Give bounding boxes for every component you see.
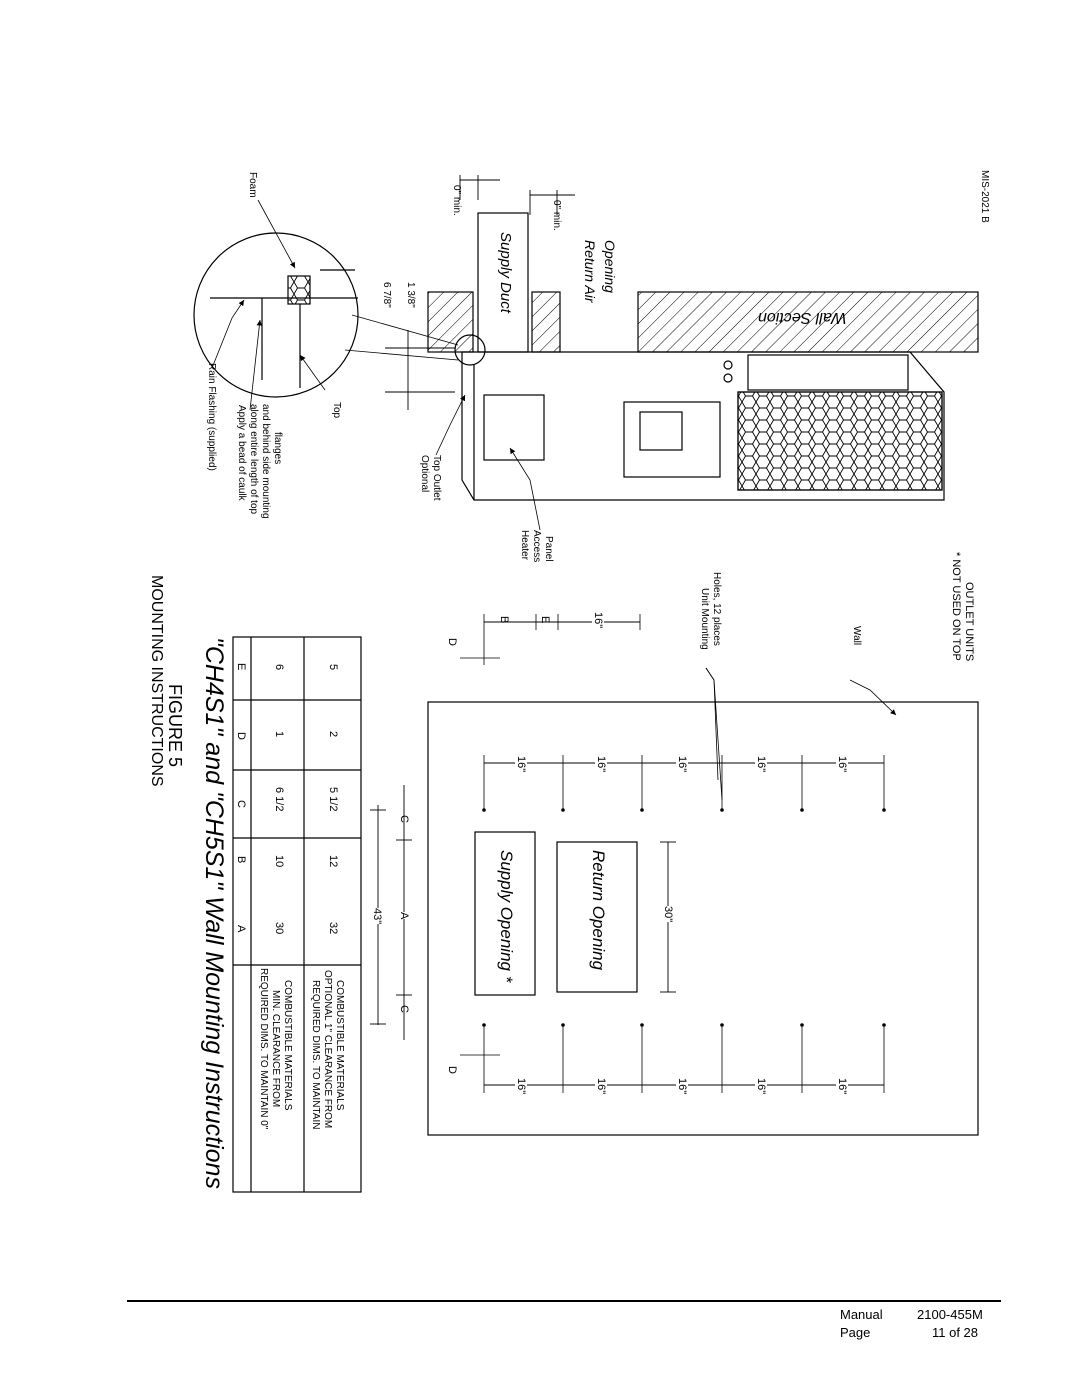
caulk-note-1: Apply a bead of caulk bbox=[236, 405, 247, 501]
dim-16: 16" bbox=[755, 756, 767, 773]
optional-top-outlet-1: Optional bbox=[419, 455, 430, 493]
dim-6-7-8: 6 7/8" bbox=[381, 282, 392, 308]
dim-a: A bbox=[398, 912, 410, 920]
figure-title: "CH4S1" and "CH5S1" Wall Mounting Instru… bbox=[200, 637, 228, 1189]
table-row1-label-line1: REQUIRED DIMS. TO MAINTAIN 0" bbox=[258, 968, 269, 1130]
manual-number: 2100-455M bbox=[917, 1307, 983, 1322]
dim-1-3-8: 1 3/8" bbox=[405, 282, 416, 308]
table-header-d: D bbox=[235, 732, 247, 740]
dim-16: 16" bbox=[515, 1078, 527, 1095]
top-label: Top bbox=[331, 402, 342, 419]
table-row2-label-line3: COMBUSTIBLE MATERIALS bbox=[334, 980, 345, 1111]
return-air-label-1: Return Air bbox=[582, 240, 598, 303]
table-row2-e: 5 bbox=[327, 664, 339, 671]
foam-label: Foam bbox=[247, 172, 258, 198]
table-row1-label-line2: MIN. CLEARANCE FROM bbox=[270, 990, 281, 1108]
dim-16: 16" bbox=[515, 756, 527, 773]
dim-16: 16" bbox=[592, 612, 604, 629]
heater-access-3: Panel bbox=[543, 536, 554, 562]
mounting-hole-dots bbox=[482, 808, 886, 1027]
dim-16: 16" bbox=[595, 756, 607, 773]
unit-mounting-holes-label-2: Holes, 12 places bbox=[711, 572, 722, 646]
page-number: 11 of 28 bbox=[932, 1325, 979, 1340]
dim-43: 43" bbox=[371, 908, 383, 925]
table-row1-label-line3: COMBUSTIBLE MATERIALS bbox=[282, 980, 293, 1111]
figure-number: FIGURE 5 bbox=[165, 684, 185, 768]
dim-c-bottom: C bbox=[398, 1005, 410, 1013]
footnote-line2: OUTLET UNITS bbox=[963, 582, 975, 662]
table-row2-a: 32 bbox=[327, 922, 339, 935]
figure-subtitle: MOUNTING INSTRUCTIONS bbox=[148, 575, 165, 787]
wall-section-label: Wall Section bbox=[758, 309, 847, 326]
page-label: Page bbox=[840, 1325, 871, 1340]
caulk-note-2: along entire length of top bbox=[248, 404, 259, 515]
dim-d-top: D bbox=[446, 638, 458, 646]
table-row1-c: 6 1/2 bbox=[273, 787, 285, 812]
optional-top-outlet-2: Top Outlet bbox=[431, 455, 442, 501]
table-row1-d: 1 bbox=[273, 731, 285, 738]
supply-duct-label: Supply Duct bbox=[497, 232, 514, 313]
wall-label: Wall bbox=[851, 626, 862, 646]
table-row1-e: 6 bbox=[273, 664, 285, 671]
heater-access-2: Access bbox=[531, 530, 542, 563]
zero-min-1: 0" min. bbox=[451, 185, 462, 216]
dimension-table-frame bbox=[232, 636, 362, 1193]
table-row1-b: 10 bbox=[273, 855, 285, 868]
dim-30: 30" bbox=[662, 906, 674, 923]
table-row2-b: 12 bbox=[327, 855, 339, 868]
table-header-a: A bbox=[235, 925, 247, 933]
dim-b: B bbox=[498, 616, 510, 624]
heater-access-1: Heater bbox=[519, 530, 530, 561]
supply-opening-label: Supply Opening * bbox=[497, 850, 516, 983]
footnote-line1: * NOT USED ON TOP bbox=[950, 552, 962, 661]
return-air-label-2: Opening bbox=[602, 240, 618, 293]
wall-layout bbox=[370, 614, 979, 1136]
table-row2-label-line1: REQUIRED DIMS. TO MAINTAIN bbox=[310, 980, 321, 1130]
dim-16: 16" bbox=[836, 756, 848, 773]
dim-16: 16" bbox=[676, 756, 688, 773]
table-row2-c: 5 1/2 bbox=[327, 787, 339, 812]
drawing-number: MIS-2021 B bbox=[979, 170, 990, 223]
dim-c-top: C bbox=[398, 815, 410, 823]
dim-16: 16" bbox=[595, 1078, 607, 1095]
table-header-e: E bbox=[235, 663, 247, 671]
table-header-c: C bbox=[235, 800, 247, 808]
zero-min-2: 0" min. bbox=[551, 200, 562, 231]
table-row2-d: 2 bbox=[327, 731, 339, 738]
table-row1-a: 30 bbox=[273, 922, 285, 935]
table-header-b: B bbox=[235, 856, 247, 864]
caulk-note-4: flanges bbox=[272, 432, 283, 465]
dim-d-bottom: D bbox=[446, 1066, 458, 1074]
dim-16: 16" bbox=[755, 1078, 767, 1095]
dim-16: 16" bbox=[836, 1078, 848, 1095]
rain-flashing-label: Rain Flashing (supplied) bbox=[206, 363, 217, 471]
dim-16: 16" bbox=[676, 1078, 688, 1095]
unit-mounting-holes-label-1: Unit Mounting bbox=[699, 588, 710, 650]
dim-e: E bbox=[539, 616, 551, 624]
unit-side-view bbox=[193, 175, 979, 531]
manual-label: Manual bbox=[840, 1307, 883, 1322]
caulk-note-3: and behind side mounting bbox=[260, 404, 271, 519]
footer-rule bbox=[127, 1300, 1001, 1302]
table-row2-label-line2: OPTIONAL 1" CLEARANCE FROM bbox=[322, 970, 333, 1129]
return-opening-label: Return Opening bbox=[589, 850, 608, 971]
